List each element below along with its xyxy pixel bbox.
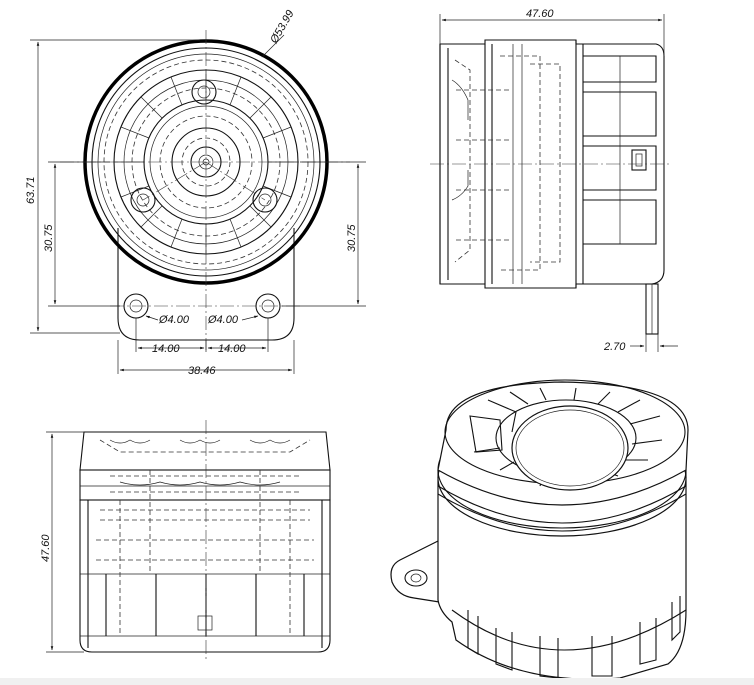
dim-spacing-left: 14.00: [152, 343, 180, 355]
dim-hole-right: Ø4.00: [207, 314, 239, 326]
page-bottom-strip: [0, 678, 754, 685]
front-dimensions: [30, 34, 366, 374]
front-view: [60, 30, 350, 350]
isometric-view: [390, 379, 689, 678]
dim-diameter: Ø53.99: [268, 8, 297, 46]
dim-flange-width: 38.46: [188, 365, 216, 377]
dim-overall-width: 47.60: [526, 8, 554, 20]
dim-spacing-right: 14.00: [218, 343, 246, 355]
bottom-dimensions: [46, 431, 84, 653]
dim-height-overall: 63.71: [25, 176, 37, 204]
dim-half-height-right: 30.75: [346, 224, 358, 252]
dim-hole-left: Ø4.00: [158, 314, 190, 326]
side-view: [430, 39, 672, 335]
dim-body-height: 47.60: [40, 534, 52, 562]
side-dimensions: [439, 14, 678, 352]
dim-half-height-left: 30.75: [43, 224, 55, 252]
dim-flange-thickness: 2.70: [603, 341, 626, 353]
dimension-labels: 47.60 Ø53.99 63.71 30.75 30.75 Ø4.00 Ø4.…: [25, 8, 626, 562]
bottom-front-view: [79, 420, 331, 660]
